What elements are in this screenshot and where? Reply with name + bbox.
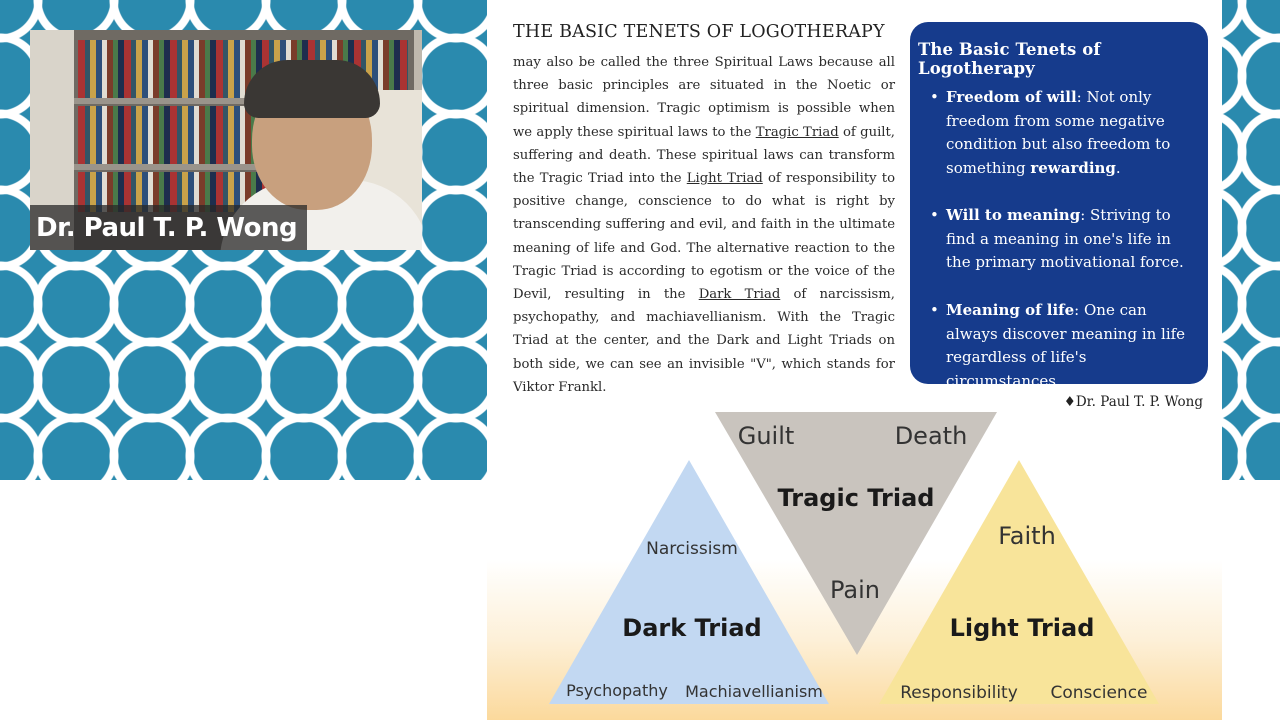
tenet-item: • Freedom of will: Not only freedom from… xyxy=(930,86,1192,180)
bullet-icon: • xyxy=(930,301,939,319)
tenet-term: Will to meaning xyxy=(946,206,1081,224)
light-triad-link[interactable]: Light Triad xyxy=(686,171,763,187)
tragic-label-death: Death xyxy=(895,422,968,450)
tragic-triad-triangle xyxy=(715,412,997,655)
background-pattern-right xyxy=(1222,0,1280,480)
slide-body-text: may also be called the three Spiritual L… xyxy=(513,51,895,399)
dark-triad-triangle xyxy=(549,460,829,704)
dark-triad-title: Dark Triad xyxy=(622,614,761,642)
dark-label-psychopathy: Psychopathy xyxy=(566,681,668,700)
dark-label-machiavellianism: Machiavellianism xyxy=(685,682,823,701)
tenet-item: • Will to meaning: Striving to find a me… xyxy=(930,204,1192,275)
light-label-responsibility: Responsibility xyxy=(900,683,1018,703)
tenet-item: • Meaning of life: One can always discov… xyxy=(930,299,1192,393)
presentation-slide: THE BASIC TENETS OF LOGOTHERAPY may also… xyxy=(487,0,1222,720)
slide-signature: ♦Dr. Paul T. P. Wong xyxy=(1063,394,1203,410)
bullet-icon: • xyxy=(930,88,939,106)
triads-diagram: Guilt Death Tragic Triad Pain Narcissism… xyxy=(549,412,1159,704)
tenet-text: : One can always discover meaning in lif… xyxy=(946,301,1186,390)
speaker-hair xyxy=(244,60,380,118)
tenet-emphasis: rewarding xyxy=(1030,158,1116,177)
tenet-text: : Striving to find a meaning in one's li… xyxy=(946,206,1184,271)
light-triad-title: Light Triad xyxy=(950,614,1095,642)
tragic-triad-title: Tragic Triad xyxy=(778,484,935,512)
light-label-faith: Faith xyxy=(998,522,1056,550)
tenets-box: The Basic Tenets of Logotherapy • Freedo… xyxy=(910,22,1208,390)
light-label-conscience: Conscience xyxy=(1050,683,1147,703)
tenet-term: Freedom of will xyxy=(946,88,1077,106)
tenets-box-title: The Basic Tenets of Logotherapy xyxy=(918,40,1101,78)
tenet-text: . xyxy=(1115,158,1121,177)
speaker-name-tag: Dr. Paul T. P. Wong xyxy=(30,205,308,250)
body-text-part: of responsibility to positive change, co… xyxy=(513,171,896,303)
tenet-text: : Not only freedom from some negative co… xyxy=(946,88,1171,177)
light-triad-triangle xyxy=(879,460,1159,704)
tenet-term: Meaning of life xyxy=(946,301,1075,319)
tragic-label-pain: Pain xyxy=(830,576,880,604)
shelf-board xyxy=(74,164,414,170)
slide-title: THE BASIC TENETS OF LOGOTHERAPY xyxy=(513,22,885,42)
tragic-label-guilt: Guilt xyxy=(738,422,795,450)
dark-label-narcissism: Narcissism xyxy=(646,539,738,559)
dark-triad-link[interactable]: Dark Triad xyxy=(698,287,781,303)
body-text-part: of narcissism, psychopathy, and machiave… xyxy=(513,287,896,395)
body-text-part: may also be called the three Spiritual L… xyxy=(513,55,895,140)
bullet-icon: • xyxy=(930,206,939,224)
body-text-part: of guilt, suffering and death. These spi… xyxy=(513,124,895,187)
tragic-triad-link[interactable]: Tragic Triad xyxy=(755,124,839,140)
speaker-video-tile[interactable]: Dr. Paul T. P. Wong xyxy=(30,30,422,250)
